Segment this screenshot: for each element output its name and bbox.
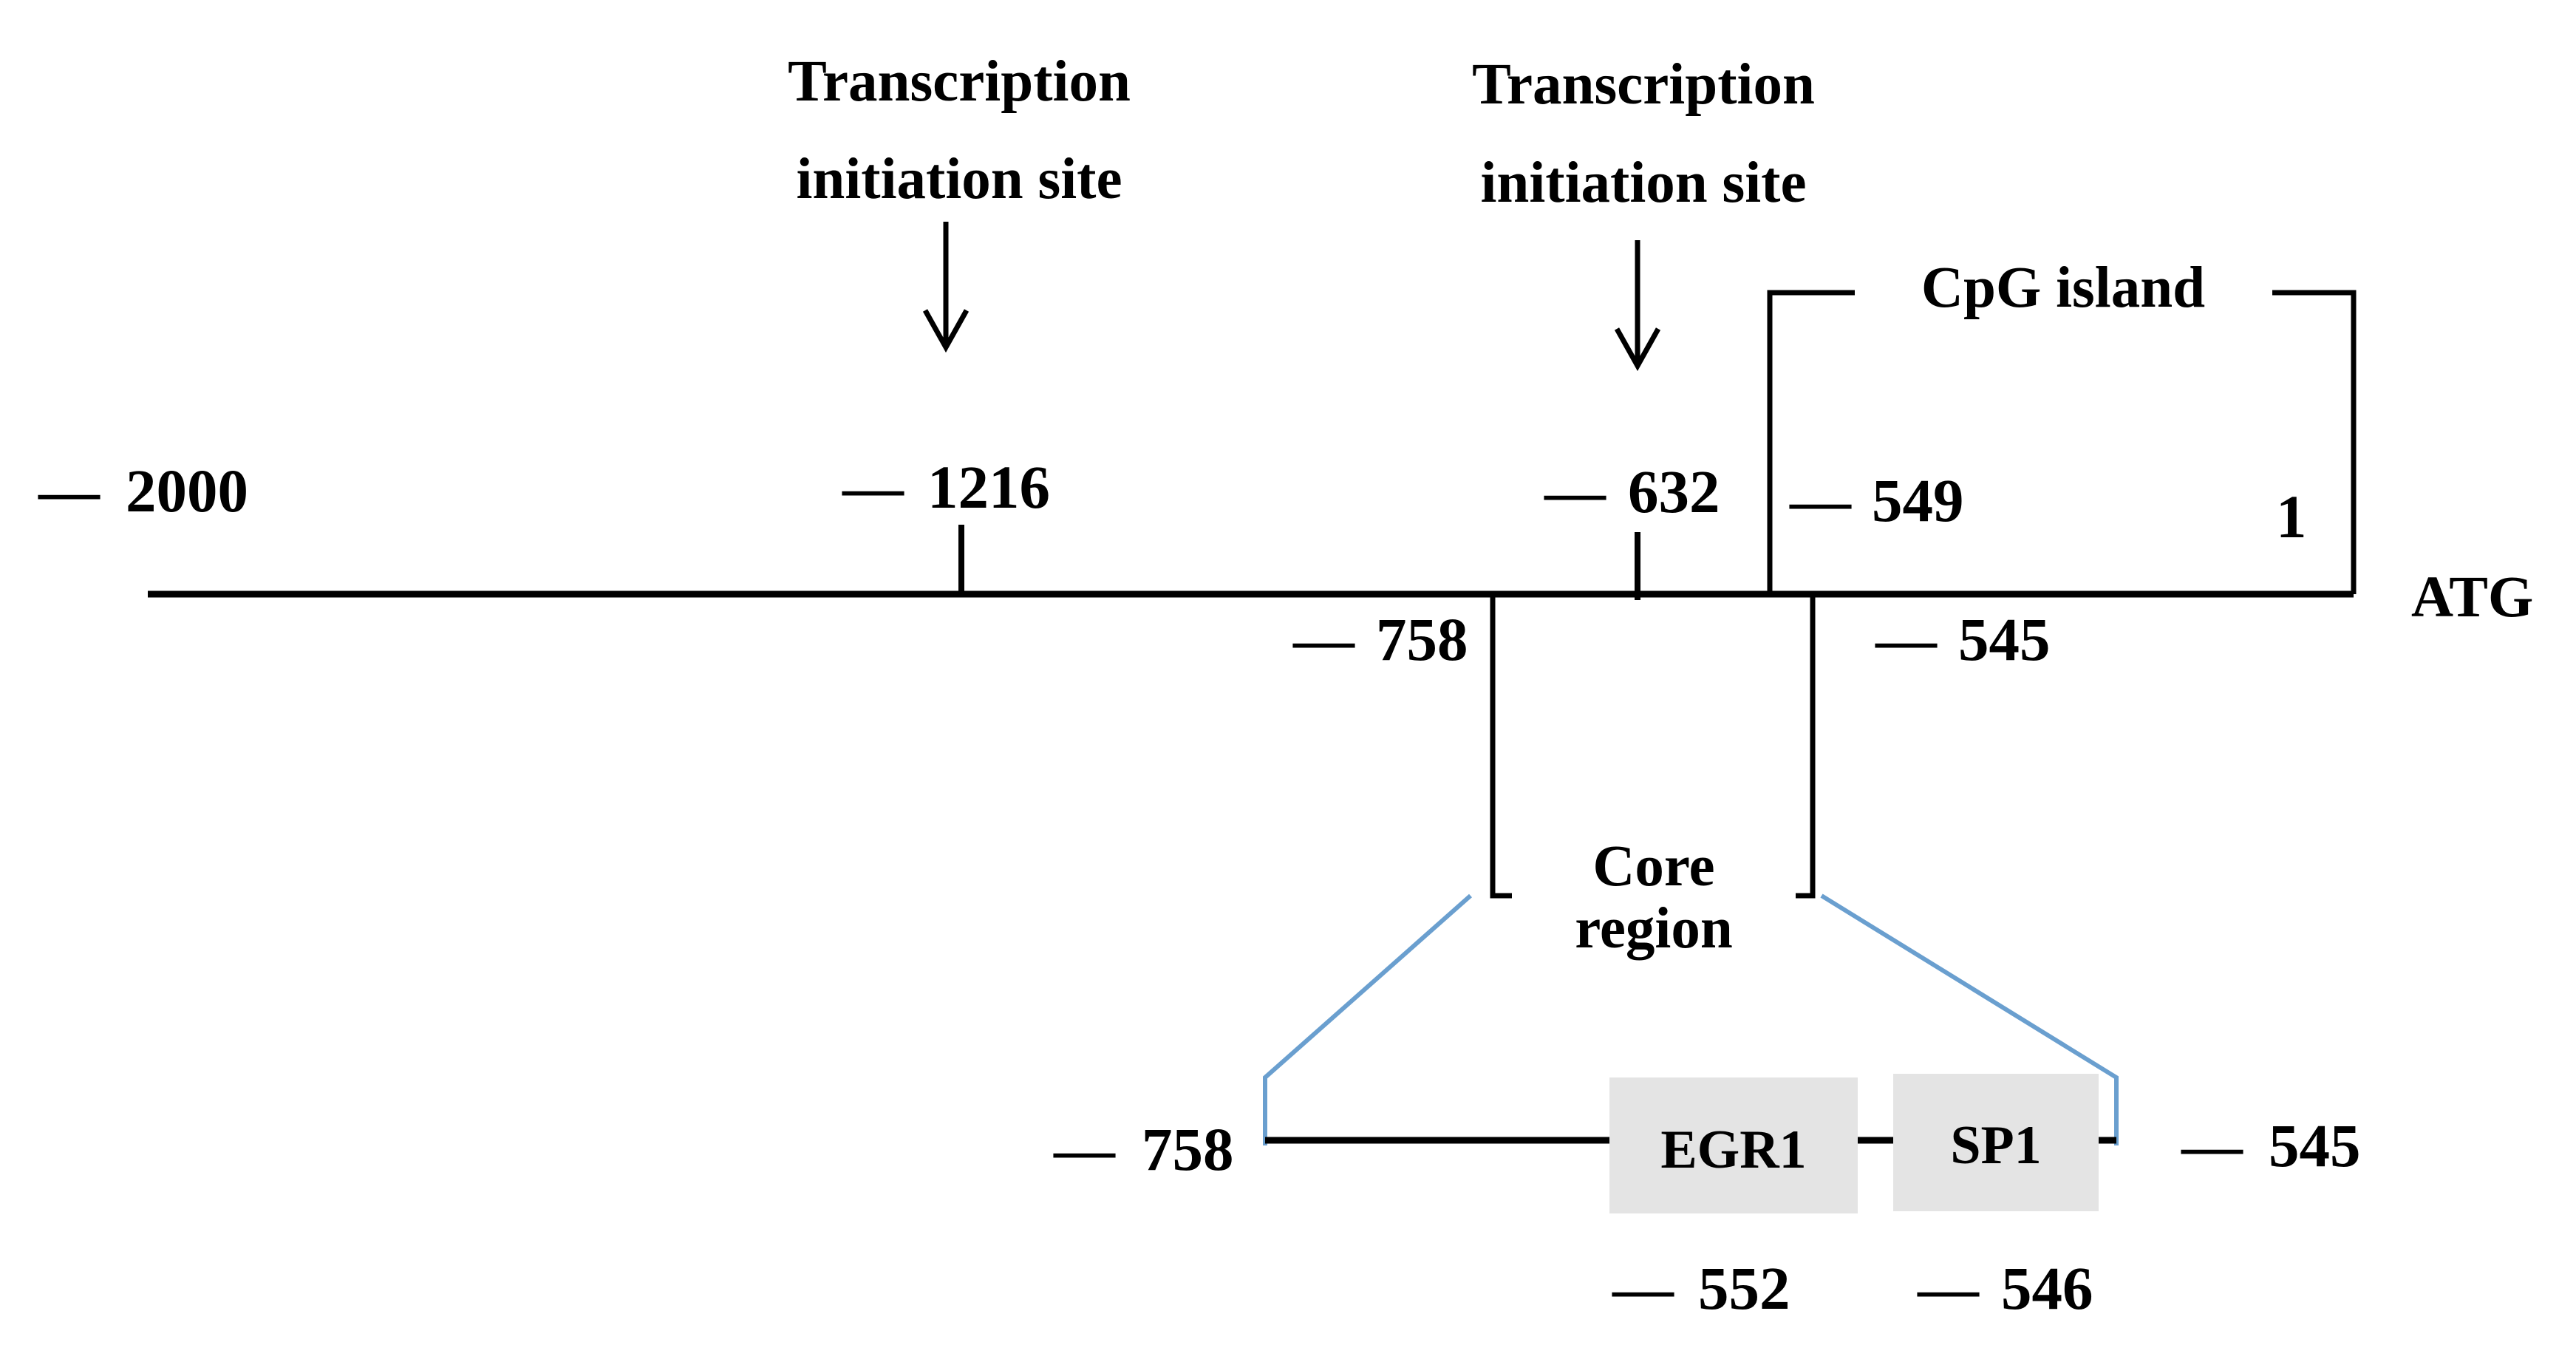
tis-1-label-line2: initiation site — [796, 147, 1122, 211]
pos-1216: — 1216 — [842, 453, 1050, 521]
svg-text:—: — — [38, 457, 100, 525]
pos-545-main: — 545 — [1875, 605, 2051, 673]
core-region-label-line2: region — [1575, 896, 1733, 961]
svg-text:632: 632 — [1628, 457, 1720, 525]
svg-text:552: 552 — [1698, 1254, 1790, 1322]
zoom-line-right — [1820, 893, 2119, 1145]
tis-1-arrow-icon — [922, 222, 970, 353]
svg-text:—: — — [842, 453, 904, 521]
pos-545-core: — 545 — [2181, 1111, 2361, 1179]
tis-2-label-line1: Transcription — [1472, 52, 1815, 117]
cpg-island-label: CpG island — [1921, 256, 2205, 320]
pos-549: — 549 — [1789, 466, 1964, 534]
svg-text:—: — — [1292, 605, 1355, 673]
svg-text:—: — — [1789, 466, 1852, 534]
pos-632: — 632 — [1544, 457, 1720, 525]
sp1-label: SP1 — [1950, 1115, 2041, 1176]
pos-546: — 546 — [1917, 1254, 2093, 1322]
pos-758-core: — 758 — [1053, 1115, 1234, 1183]
pos-2000: — 2000 — [38, 457, 248, 525]
pos-552: — 552 — [1612, 1254, 1790, 1322]
svg-text:758: 758 — [1376, 605, 1468, 673]
svg-text:545: 545 — [1958, 605, 2051, 673]
sp1-binding-site: SP1 — [1893, 1074, 2099, 1211]
core-region-label-line1: Core — [1592, 834, 1714, 899]
egr1-label: EGR1 — [1660, 1120, 1806, 1180]
cpg-island-bracket — [1767, 290, 2357, 594]
svg-text:1216: 1216 — [927, 453, 1050, 521]
svg-text:—: — — [1917, 1254, 1980, 1322]
svg-text:—: — — [1544, 457, 1606, 525]
pos-1: 1 — [2276, 483, 2307, 551]
tis-2-label-line2: initiation site — [1480, 151, 1806, 215]
atg-label: ATG — [2411, 565, 2533, 630]
core-region-bracket — [1490, 596, 1816, 899]
zoom-line-left — [1263, 893, 1472, 1145]
svg-text:—: — — [1053, 1115, 1116, 1183]
svg-text:—: — — [1612, 1254, 1674, 1322]
pos-758-main: — 758 — [1292, 605, 1468, 673]
svg-text:—: — — [1875, 605, 1938, 673]
tis-2-arrow-icon — [1614, 240, 1661, 372]
tis-1-label-line1: Transcription — [788, 50, 1131, 114]
svg-text:—: — — [2181, 1111, 2243, 1179]
svg-text:546: 546 — [2001, 1254, 2093, 1322]
svg-text:549: 549 — [1872, 466, 1964, 534]
svg-text:545: 545 — [2269, 1111, 2361, 1179]
svg-text:758: 758 — [1142, 1115, 1234, 1183]
svg-text:2000: 2000 — [126, 457, 248, 525]
egr1-binding-site: EGR1 — [1609, 1077, 1858, 1213]
